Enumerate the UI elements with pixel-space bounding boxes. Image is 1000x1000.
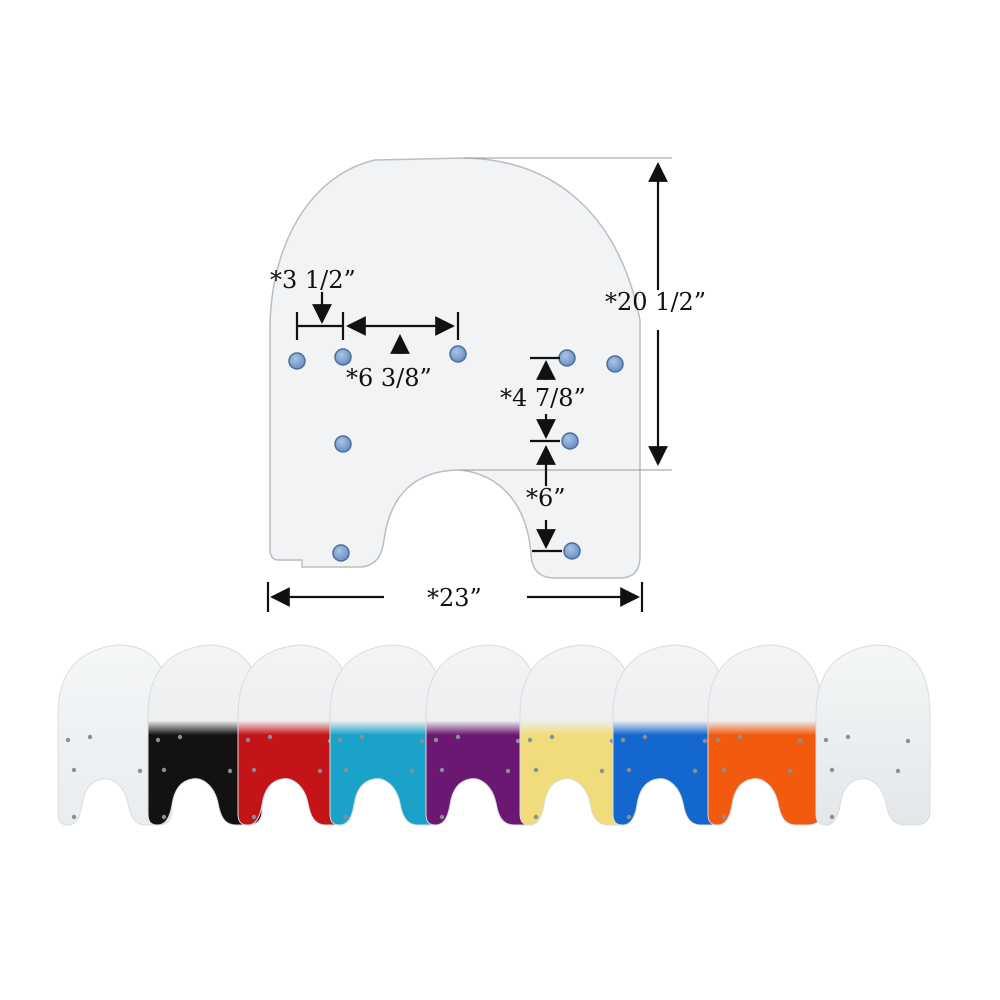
hole xyxy=(449,345,467,363)
variant-hole xyxy=(343,767,349,773)
variant-hole xyxy=(721,814,727,820)
variant-hole xyxy=(419,738,425,744)
variant-hole xyxy=(533,814,539,820)
vertical-gap-dimension: *4 7/8” xyxy=(500,356,586,443)
variant-hole xyxy=(626,814,632,820)
variant-hole xyxy=(433,737,439,743)
variant-shield xyxy=(707,644,823,826)
width-dimension: *23” xyxy=(266,582,644,612)
variant-hole xyxy=(702,738,708,744)
variant-hole xyxy=(715,737,721,743)
variant-hole xyxy=(505,768,511,774)
variant-hole xyxy=(155,737,161,743)
variant-hole xyxy=(337,737,343,743)
variant-hole xyxy=(527,737,533,743)
variant-hole xyxy=(642,734,648,740)
variant-hole xyxy=(177,734,183,740)
hole xyxy=(563,542,581,560)
variant-shield xyxy=(815,644,931,826)
variant-hole xyxy=(251,767,257,773)
variant-hole xyxy=(87,734,93,740)
mounting-holes xyxy=(288,345,624,562)
variant-hole xyxy=(161,814,167,820)
variant-hole xyxy=(161,767,167,773)
width-label: *23” xyxy=(427,584,482,612)
color-variants-row xyxy=(57,644,931,826)
edge-to-hole-label: *3 1/2” xyxy=(270,266,356,294)
variant-shield xyxy=(147,644,263,826)
variant-hole xyxy=(343,814,349,820)
vertical-gap-label: *4 7/8” xyxy=(500,384,586,412)
variant-hole xyxy=(267,734,273,740)
variant-hole xyxy=(599,768,605,774)
variant-orange xyxy=(707,644,823,826)
hole-spacing-label: *6 3/8” xyxy=(346,364,432,392)
variant-hole xyxy=(721,767,727,773)
variant-hole xyxy=(823,737,829,743)
variant-clear xyxy=(57,644,173,826)
hole xyxy=(558,349,576,367)
variant-hole xyxy=(439,814,445,820)
variant-hole xyxy=(245,737,251,743)
variant-hole xyxy=(895,768,901,774)
variant-hole xyxy=(515,738,521,744)
variant-hole xyxy=(829,767,835,773)
variant-hole xyxy=(359,734,365,740)
hole xyxy=(606,355,624,373)
variant-hole xyxy=(71,814,77,820)
variant-hole xyxy=(845,734,851,740)
notch-depth-dimension: *6” xyxy=(526,445,566,553)
variant-hole xyxy=(905,738,911,744)
variant-black xyxy=(147,644,263,826)
variant-hole xyxy=(71,767,77,773)
height-label: *20 1/2” xyxy=(605,288,706,316)
windshield-outline xyxy=(269,157,641,579)
hole xyxy=(332,544,350,562)
variant-hole xyxy=(829,814,835,820)
hole xyxy=(288,352,306,370)
hole-spacing-dimension: *6 3/8” xyxy=(346,312,460,392)
variant-hole xyxy=(737,734,743,740)
variant-hole xyxy=(137,768,143,774)
variant-hole xyxy=(409,768,415,774)
edge-to-hole-dimension: *3 1/2” xyxy=(270,266,356,340)
hole xyxy=(561,432,579,450)
variant-shield xyxy=(57,644,173,826)
variant-purple xyxy=(425,644,541,826)
variant-hole xyxy=(620,737,626,743)
variant-hole xyxy=(549,734,555,740)
variant-hole xyxy=(455,734,461,740)
variant-hole xyxy=(317,768,323,774)
variant-hole xyxy=(439,767,445,773)
variant-hole xyxy=(797,738,803,744)
height-dimension: *20 1/2” xyxy=(605,162,706,466)
variant-hole xyxy=(533,767,539,773)
variant-frost xyxy=(815,644,931,826)
hole xyxy=(334,348,352,366)
variant-hole xyxy=(692,768,698,774)
variant-hole xyxy=(626,767,632,773)
variant-hole xyxy=(251,814,257,820)
hole xyxy=(334,435,352,453)
variant-hole xyxy=(227,768,233,774)
variant-hole xyxy=(787,768,793,774)
notch-depth-label: *6” xyxy=(526,484,566,512)
variant-hole xyxy=(65,737,71,743)
